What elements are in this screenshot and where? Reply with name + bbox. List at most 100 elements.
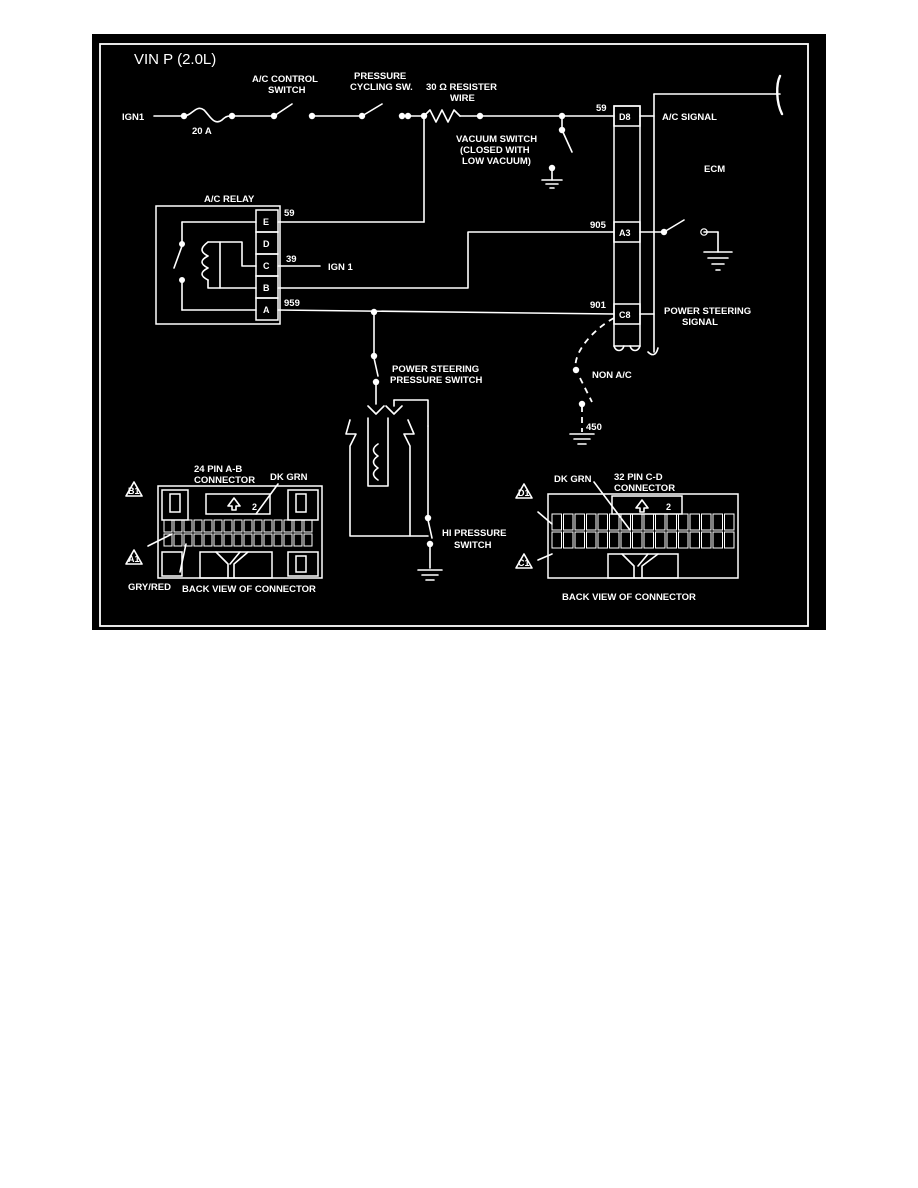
connector-cavity [163, 533, 173, 547]
wire-39: 39 [286, 254, 297, 265]
connector-cavity [655, 531, 666, 549]
connector-cavity [243, 533, 253, 547]
resister-wire [423, 109, 461, 123]
ac-signal-label: A/C SIGNAL [662, 112, 717, 123]
connector-cavity [597, 531, 608, 549]
conn-right-view: BACK VIEW OF CONNECTOR [562, 592, 696, 603]
connector-cavity [678, 531, 689, 549]
ps-pressure-switch [373, 357, 379, 377]
ac-control-switch-label-1: A/C CONTROL [252, 74, 318, 85]
pressure-cycling-switch [361, 103, 383, 117]
connector-cavity [283, 519, 293, 533]
ac-control-switch [273, 103, 293, 117]
conn-left-title-1: 24 PIN A-B [194, 464, 242, 475]
ps-signal-label-1: POWER STEERING [664, 306, 751, 317]
connector-cavity [183, 519, 193, 533]
connector-cavity [163, 519, 173, 533]
svg-text:2: 2 [666, 502, 671, 512]
hi-pressure-switch [427, 519, 433, 539]
connector-cavity [173, 519, 183, 533]
ac-control-switch-label-2: SWITCH [268, 85, 306, 96]
pressure-cycling-label-1: PRESSURE [354, 71, 406, 82]
connector-cavity [263, 533, 273, 547]
connector-cavity [253, 519, 263, 533]
ign1-relay-label: IGN 1 [328, 262, 354, 273]
vacuum-switch-label-2: (CLOSED WITH [460, 145, 530, 156]
resister-label-2: WIRE [450, 93, 475, 104]
connector-cavity [712, 513, 723, 531]
connector-cavity [273, 533, 283, 547]
conn-right-wire-dkgrn: DK GRN [554, 474, 592, 485]
wire-905: 905 [590, 220, 607, 231]
relay-coil [201, 241, 209, 281]
ac-relay [155, 205, 281, 325]
conn-right-title-1: 32 PIN C-D [614, 472, 663, 483]
ps-signal-label-2: SIGNAL [682, 317, 718, 328]
fuse-label: 20 A [192, 126, 212, 137]
connector-cavity [701, 531, 712, 549]
compressor-clutch [345, 419, 415, 537]
conn-right-pin-d1: D1 [518, 488, 530, 498]
resister-label-1: 30 Ω RESISTER [426, 82, 497, 93]
connector-cavity [203, 533, 213, 547]
fuse-20a [183, 107, 233, 123]
ecm-label: ECM [704, 164, 725, 175]
relay-pin-e: E [263, 217, 269, 227]
conn-left-pin-b1: B1 [128, 486, 140, 496]
connector-cavity [609, 531, 620, 549]
relay-contact [173, 245, 183, 269]
wire-59-top: 59 [596, 103, 607, 114]
connector-cavity [689, 513, 700, 531]
wire-450: 450 [586, 422, 602, 433]
connector-cavity [233, 519, 243, 533]
svg-text:2: 2 [252, 502, 257, 512]
connector-cavity [655, 513, 666, 531]
connector-cavity [223, 519, 233, 533]
ac-relay-label: A/C RELAY [204, 194, 255, 205]
hi-pressure-label-2: SWITCH [454, 540, 492, 551]
connector-24-pin: 2 [157, 485, 323, 579]
connector-cavity [712, 531, 723, 549]
ecm-pin-a3: A3 [619, 228, 631, 238]
connector-cavity [203, 519, 213, 533]
hi-pressure-label-1: HI PRESSURE [442, 528, 506, 539]
diagram-frame [99, 43, 809, 627]
connector-cavity [666, 531, 677, 549]
connector-cavity [213, 519, 223, 533]
wire-59-relay: 59 [284, 208, 295, 219]
connector-cavity [701, 513, 712, 531]
connector-cavity [551, 531, 562, 549]
ps-switch-label-1: POWER STEERING [392, 364, 479, 375]
ign1-label: IGN1 [122, 112, 145, 123]
vacuum-switch-label-3: LOW VACUUM) [462, 156, 531, 167]
relay-pin-b: B [263, 283, 270, 293]
connector-cavity [263, 519, 273, 533]
connector-cavity [243, 519, 253, 533]
connector-cavity [724, 513, 735, 531]
connector-cavity [273, 519, 283, 533]
connector-cavity [620, 513, 631, 531]
connector-cavity [223, 533, 233, 547]
wire-959: 959 [284, 298, 300, 309]
relay-pin-c: C [263, 261, 270, 271]
connector-cavity [293, 533, 303, 547]
connector-cavity [632, 513, 643, 531]
relay-pin-a: A [263, 305, 270, 315]
ecm-pin-c8: C8 [619, 310, 631, 320]
conn-left-wire-gryred: GRY/RED [128, 582, 171, 593]
vacuum-switch-label-1: VACUUM SWITCH [456, 134, 537, 145]
connector-cavity [689, 531, 700, 549]
connector-32-pin: 2 [547, 493, 739, 579]
connector-cavity [303, 533, 313, 547]
connector-cavity [551, 513, 562, 531]
conn-left-pin-a1: A1 [128, 554, 140, 564]
pressure-cycling-label-2: CYCLING SW. [350, 82, 413, 93]
connector-cavity [724, 531, 735, 549]
connector-cavity [183, 533, 193, 547]
ps-switch-label-2: PRESSURE SWITCH [390, 375, 483, 386]
connector-cavity [666, 513, 677, 531]
connector-cavity [233, 533, 243, 547]
connector-cavity [563, 531, 574, 549]
ecm-internal-switch [663, 219, 685, 233]
connector-cavity [213, 533, 223, 547]
